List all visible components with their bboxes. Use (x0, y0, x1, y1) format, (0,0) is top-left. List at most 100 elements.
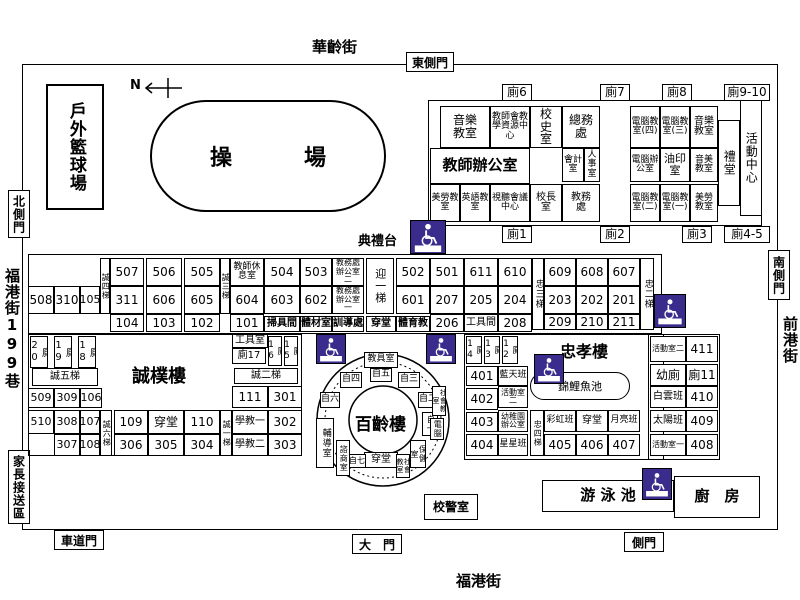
computer-room-1[interactable]: 電腦教室(一) (660, 184, 690, 222)
auditorium[interactable]: 禮堂 (718, 120, 740, 206)
outdoor-basketball-court[interactable]: 戶外籃球場 (46, 84, 104, 210)
science-room-6[interactable]: 自六 (320, 392, 340, 408)
room-311[interactable]: 311 (110, 286, 144, 314)
toilet-8[interactable]: 廁8 (662, 84, 692, 101)
room-501[interactable]: 501 (430, 258, 464, 286)
toilet-1[interactable]: 廁1 (502, 226, 532, 243)
science-room-7[interactable]: 自七 (348, 454, 366, 468)
academic-office-1[interactable]: 教務處辦公室一 (332, 286, 364, 314)
kinder-toilet[interactable]: 幼廁 (650, 364, 686, 386)
toilet-3[interactable]: 廁3 (682, 226, 712, 243)
room-105[interactable]: 105 (80, 286, 100, 314)
room-211[interactable]: 211 (608, 314, 640, 330)
toilet-12[interactable]: 廁12 (502, 336, 518, 364)
room-206[interactable]: 206 (430, 314, 464, 332)
academic-office-2[interactable]: 教務處辦公室二 (332, 258, 364, 286)
cloud-class[interactable]: 白雲班 (650, 386, 686, 408)
room-507[interactable]: 507 (110, 258, 144, 286)
room-405[interactable]: 405 (544, 434, 576, 456)
sun-class[interactable]: 太陽班 (650, 410, 686, 432)
room-304[interactable]: 304 (184, 434, 220, 456)
science-room-4[interactable]: 自四 (340, 372, 362, 388)
health-room[interactable]: 保健室 (410, 440, 426, 468)
room-303[interactable]: 303 (268, 434, 302, 456)
room-509[interactable]: 509 (28, 388, 54, 408)
stair-cheng-1[interactable]: 誠一梯 (220, 410, 232, 456)
room-508[interactable]: 508 (28, 286, 54, 314)
carp-pond[interactable]: 錦鯉魚池 (530, 372, 630, 400)
room-108[interactable]: 108 (80, 434, 100, 456)
room-202[interactable]: 202 (576, 286, 608, 314)
counseling-office[interactable]: 輔導室 (316, 418, 334, 468)
north-gate[interactable]: 北側門 (8, 190, 30, 238)
room-107[interactable]: 107 (80, 410, 100, 434)
moon-class[interactable]: 月亮班 (608, 410, 640, 432)
room-406[interactable]: 406 (576, 434, 608, 456)
toilet-13[interactable]: 廁13 (484, 336, 500, 364)
room-305[interactable]: 305 (148, 434, 184, 456)
room-301[interactable]: 301 (268, 386, 302, 408)
star-class[interactable]: 星星班 (498, 434, 528, 456)
room-401[interactable]: 401 (466, 366, 498, 386)
print-room[interactable]: 油印室 (660, 148, 690, 182)
computer-room-2[interactable]: 電腦教室(二) (630, 184, 660, 222)
music-room-2[interactable]: 音樂教室 (690, 106, 718, 148)
kindergarten-office[interactable]: 幼稚園辦公室 (498, 410, 528, 432)
toilet-20[interactable]: 廁20 (30, 336, 48, 368)
room-604[interactable]: 604 (230, 286, 264, 314)
toilet-2[interactable]: 廁2 (600, 226, 630, 243)
social-room[interactable]: 社會教室 (432, 386, 446, 416)
room-502[interactable]: 502 (396, 258, 430, 286)
tool-room-2[interactable]: 工具間 (464, 314, 498, 332)
stair-zhong-2[interactable]: 忠二梯 (640, 258, 654, 330)
teacher-lounge[interactable]: 教師休息室 (230, 258, 264, 286)
south-gate[interactable]: 南側門 (768, 250, 790, 300)
room-111[interactable]: 111 (232, 386, 268, 408)
room-602[interactable]: 602 (300, 286, 332, 314)
toilet-19[interactable]: 廁19 (54, 336, 72, 368)
pe-material-room[interactable]: 體材室 (300, 316, 332, 332)
toilet-16[interactable]: 廁16 (268, 336, 282, 366)
room-110[interactable]: 110 (184, 410, 220, 434)
science-room-5[interactable]: 自五 (370, 368, 392, 382)
room-503[interactable]: 503 (300, 258, 332, 286)
stair-ying-1[interactable]: 迎一梯 (366, 258, 394, 314)
room-610[interactable]: 610 (498, 258, 532, 286)
science-room-3[interactable]: 自三 (398, 372, 420, 388)
room-410[interactable]: 410 (686, 386, 718, 408)
tool-room[interactable]: 工具室 (232, 334, 268, 348)
personnel-office[interactable]: 人事室 (584, 148, 600, 182)
av-meeting-center[interactable]: 視聽會議中心 (490, 184, 530, 222)
guidance-office[interactable]: 訓導處 (332, 316, 364, 332)
room-510[interactable]: 510 (28, 410, 54, 434)
room-102[interactable]: 102 (184, 314, 220, 332)
room-504[interactable]: 504 (264, 258, 300, 286)
accounting-office[interactable]: 會計室 (562, 148, 584, 182)
room-408[interactable]: 408 (686, 434, 718, 456)
hallway-wear-3[interactable]: 穿堂 (576, 410, 608, 432)
room-207[interactable]: 207 (430, 286, 464, 314)
room-208[interactable]: 208 (498, 314, 532, 332)
room-302[interactable]: 302 (268, 410, 302, 434)
school-history-room[interactable]: 校史室 (530, 106, 562, 148)
teaching-aid-room[interactable]: 教具室 (364, 352, 398, 368)
room-606[interactable]: 606 (146, 286, 182, 314)
room-109[interactable]: 109 (114, 410, 148, 434)
toilet-7[interactable]: 廁7 (600, 84, 630, 101)
parent-pickup[interactable]: 家長接送區 (8, 450, 30, 524)
room-607[interactable]: 607 (608, 258, 640, 286)
general-affairs-office[interactable]: 總務處 (562, 106, 600, 148)
principal-office[interactable]: 校長室 (530, 184, 562, 222)
arts-room[interactable]: 美勞教室 (430, 184, 460, 222)
activity-room-3[interactable]: 活動室二 (650, 336, 686, 362)
teacher-resource-center[interactable]: 教師會教學資源中心 (490, 106, 530, 148)
toilet-14[interactable]: 廁14 (466, 336, 482, 364)
toilet-18[interactable]: 廁18 (78, 336, 96, 368)
room-103[interactable]: 103 (146, 314, 182, 332)
stair-zhong-4[interactable]: 忠四梯 (530, 410, 544, 456)
social-room-2[interactable]: 社會教室 (396, 454, 410, 478)
room-306[interactable]: 306 (114, 434, 148, 456)
ramp-icon-4[interactable] (426, 334, 456, 364)
bailing-computer[interactable]: 電腦 (430, 418, 444, 440)
east-gate[interactable]: 東側門 (406, 52, 454, 72)
